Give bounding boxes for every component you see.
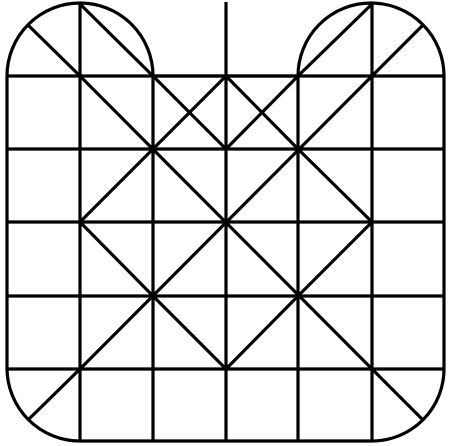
diamond-bottom-right — [296, 220, 374, 298]
diag-left-ear-outer — [26, 23, 82, 78]
diag-right-ear-inner — [296, 2, 374, 78]
diamond-top-left — [78, 147, 155, 224]
diag-top-center-d — [224, 74, 300, 151]
diag-bottom-right-corner — [370, 367, 425, 422]
diag-main-down-left — [78, 74, 374, 371]
diag-right-ear-outer — [370, 23, 425, 78]
diagonal-lines — [26, 2, 425, 422]
diamond-bottom-left — [78, 220, 155, 298]
diag-top-center-b — [151, 74, 228, 151]
diamond-top-right — [296, 147, 374, 224]
diag-left-ear-inner — [78, 2, 155, 78]
diag-lower-center-a — [151, 294, 228, 371]
diag-lower-center-b — [224, 294, 300, 371]
diag-bottom-left-corner — [26, 367, 82, 422]
